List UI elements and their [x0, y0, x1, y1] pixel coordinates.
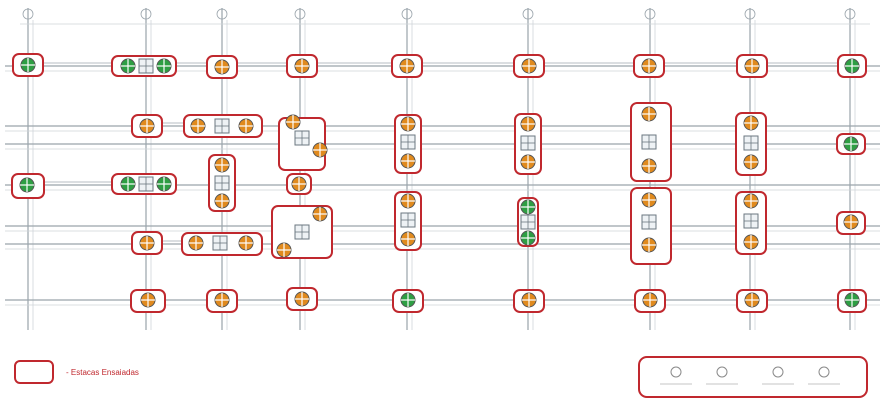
pile-cap: [271, 205, 333, 259]
inset-pile: [808, 366, 840, 385]
pile-cap: [111, 173, 177, 195]
pile-cap: [517, 197, 539, 247]
grid-bubble: [294, 8, 306, 20]
inset-pile: [660, 366, 692, 385]
inset-pile: [706, 366, 738, 385]
pile-cap: [736, 54, 768, 78]
pile-cap: [394, 114, 422, 174]
pile-cap: [278, 114, 328, 171]
pile-cap: [286, 173, 312, 195]
legend: - Estacas Ensaiadas: [14, 360, 139, 384]
pile-cap: [206, 55, 238, 79]
pile-cap: [836, 211, 866, 235]
grid-bubble: [22, 8, 34, 20]
pile-cap: [181, 232, 263, 256]
pile-caps: [11, 53, 867, 385]
pile-cap: [837, 54, 867, 78]
pile-cap: [630, 102, 672, 182]
pile-cap: [131, 231, 163, 255]
grid-bubble: [522, 8, 534, 20]
pile-cap: [391, 54, 423, 78]
inset-pile-icon: [716, 366, 728, 378]
pile-cap: [735, 112, 767, 176]
pile-cap: [130, 289, 166, 313]
pile-cap: [513, 54, 545, 78]
detail-inset-box: [638, 356, 868, 398]
grid-bubble: [401, 8, 413, 20]
pile-cap: [183, 114, 263, 138]
pile-cap: [735, 191, 767, 255]
pile-cap: [836, 133, 866, 155]
grid-bubble: [140, 8, 152, 20]
pile-cap: [634, 289, 666, 313]
grid-bubble: [644, 8, 656, 20]
pile-cap: [206, 289, 238, 313]
pile-cap: [208, 154, 236, 212]
pile-cap: [514, 113, 542, 175]
pile-cap: [392, 289, 424, 313]
legend-label: - Estacas Ensaiadas: [66, 367, 139, 377]
pile-cap: [837, 289, 867, 313]
inset-pile-icon: [772, 366, 784, 378]
pile-cap: [12, 53, 44, 77]
inset-pile-icon: [818, 366, 830, 378]
grid-bubble: [744, 8, 756, 20]
pile-cap: [630, 187, 672, 265]
pile-cap: [286, 54, 318, 78]
pile-cap: [513, 289, 545, 313]
inset-pile-icon: [670, 366, 682, 378]
grid-bubble: [844, 8, 856, 20]
pile-cap: [11, 173, 45, 199]
grid-bubble: [216, 8, 228, 20]
pile-cap: [111, 55, 177, 77]
pile-cap: [394, 191, 422, 251]
pile-cap: [633, 54, 665, 78]
pile-cap: [131, 114, 163, 138]
legend-swatch: [14, 360, 54, 384]
pile-cap: [286, 287, 318, 311]
pile-cap: [736, 289, 768, 313]
inset-pile: [762, 366, 794, 385]
